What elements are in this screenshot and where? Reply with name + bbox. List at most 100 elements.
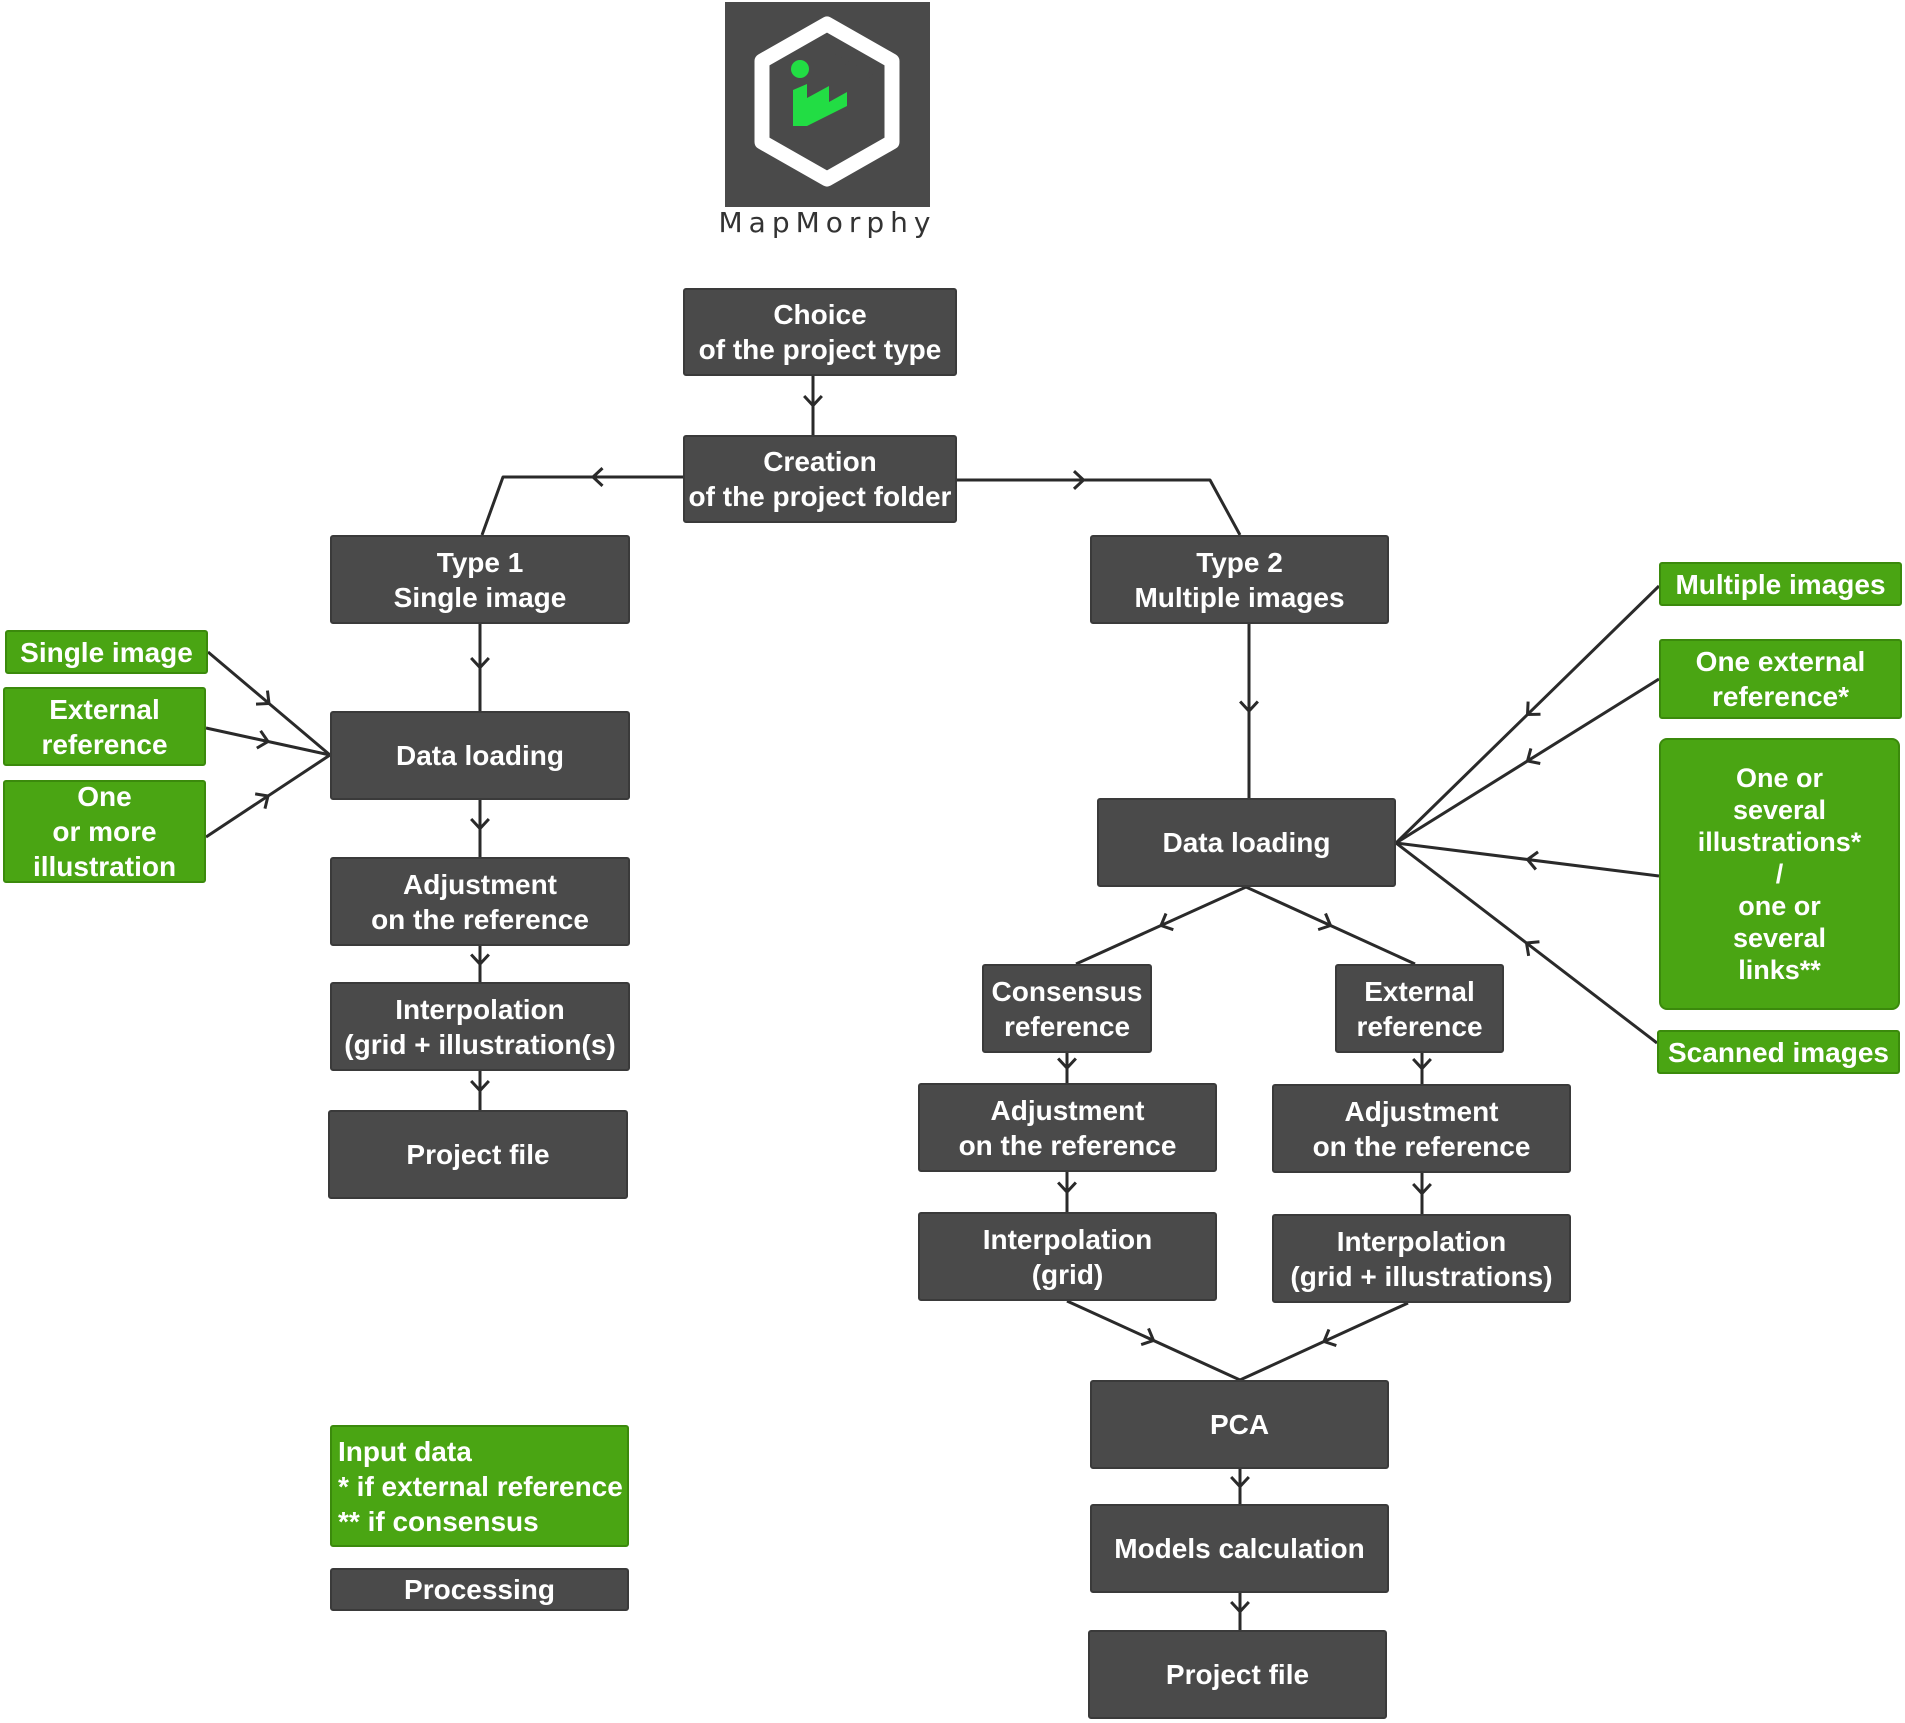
- edge-type1-to-dl1: [470, 624, 490, 711]
- box-text-line: Data loading: [1162, 827, 1331, 858]
- box-text-line: External: [1364, 975, 1475, 1007]
- edge-in_ext-to-dl1: [205, 726, 331, 757]
- box-text-line: Interpolation: [982, 1223, 1153, 1255]
- node-creation: Creation of the project folder: [683, 435, 957, 523]
- hexagon-logo-icon: [754, 16, 900, 187]
- box-text-line: Input data: [338, 1435, 472, 1467]
- arrow-chevron-icon: [1158, 912, 1174, 932]
- box-text-line: Project file: [406, 1139, 550, 1170]
- edge-models-to-pf2: [1230, 1593, 1250, 1630]
- edge-in_scanned-to-dl2: [1395, 841, 1658, 1045]
- arrow-chevron-icon: [254, 792, 270, 809]
- node-interpolation-grid-illustrations: Interpolation(grid + illustrations): [1272, 1214, 1571, 1303]
- box-text-line: Data loading: [395, 740, 564, 771]
- arrow-chevron-icon: [803, 394, 823, 408]
- node-data-loading-2: Data loading: [1097, 798, 1396, 887]
- node-data-loading-1: Data loading: [330, 711, 630, 800]
- box-text-line: on the reference: [958, 1129, 1177, 1161]
- box-text-line: PCA: [1209, 1409, 1270, 1440]
- node-interpolation-1: Interpolation(grid + illustration(s): [330, 982, 630, 1071]
- edge-choice-to-creation: [803, 376, 823, 435]
- arrow-chevron-icon: [590, 467, 604, 487]
- box-text-line: Choice: [773, 299, 867, 330]
- arrow-chevron-icon: [470, 1079, 490, 1093]
- legend-input-data: Input data* if external reference** if c…: [330, 1425, 629, 1547]
- box-text-line: Scanned images: [1668, 1036, 1889, 1068]
- node-project-file-2: Project file: [1088, 1630, 1387, 1719]
- box-text-line: Project file: [1165, 1659, 1310, 1690]
- arrow-chevron-icon: [1412, 1182, 1432, 1196]
- box-text-line: Single image: [20, 636, 193, 668]
- box-text-line: of the project type: [698, 334, 942, 365]
- box-text-line: or more: [52, 816, 157, 847]
- box-text-line: One or: [1735, 763, 1823, 793]
- box-text-line: Consensus: [991, 975, 1143, 1007]
- box-text-line: (grid): [1031, 1258, 1104, 1290]
- box-text-line: Type 2: [1196, 546, 1283, 578]
- edge-type2-to-dl2: [1239, 624, 1259, 798]
- arrow-chevron-icon: [1072, 470, 1086, 490]
- box-text-line: External: [49, 693, 160, 725]
- box-text-line: One external: [1695, 646, 1866, 677]
- node-models-calculation: Models calculation: [1090, 1504, 1389, 1593]
- box-text-line: (grid + illustration(s): [344, 1028, 616, 1060]
- box-text-line: Type 1: [436, 546, 524, 578]
- edge-creation-to-type2: [957, 470, 1242, 536]
- arrow-chevron-icon: [1057, 1181, 1077, 1195]
- box-text-line: reference*: [1712, 681, 1849, 712]
- arrow-chevron-icon: [470, 656, 490, 670]
- arrow-chevron-icon: [1525, 850, 1539, 871]
- input-single-image: Single image: [5, 630, 208, 674]
- node-pca: PCA: [1090, 1380, 1389, 1469]
- box-text-line: several: [1732, 923, 1827, 953]
- edge-in_multi-to-dl2: [1394, 584, 1661, 845]
- legend-processing: Processing: [330, 1568, 629, 1611]
- box-text-line: /: [1775, 859, 1784, 889]
- box-text-line: of the project folder: [688, 481, 952, 512]
- arrow-chevron-icon: [1239, 700, 1259, 714]
- box-text-line: Models calculation: [1114, 1533, 1365, 1564]
- arrow-chevron-icon: [1525, 748, 1541, 765]
- edge-dl1-to-adj1: [470, 800, 490, 857]
- arrow-chevron-icon: [1525, 701, 1541, 717]
- arrow-chevron-icon: [470, 953, 490, 967]
- arrow-chevron-icon: [1317, 912, 1333, 932]
- input-one-external-reference: One external reference*: [1659, 639, 1902, 719]
- arrow-chevron-icon: [256, 729, 271, 750]
- edge-in_one-to-dl1: [205, 753, 331, 839]
- box-text-line: on the reference: [1312, 1130, 1531, 1162]
- box-text-line: links**: [1738, 955, 1821, 985]
- edge-creation-to-type1: [480, 467, 683, 536]
- box-text-line: Interpolation: [1336, 1225, 1507, 1257]
- box-text-line: illustration: [32, 851, 177, 882]
- box-text-line: Multiple images: [1134, 581, 1345, 613]
- input-multiple-images: Multiple images: [1659, 562, 1902, 606]
- box-text-line: Adjustment: [990, 1094, 1145, 1126]
- edge-adj1-to-interp1: [470, 946, 490, 982]
- box-text-line: reference: [1003, 1010, 1131, 1042]
- box-text-line: Single image: [393, 581, 567, 613]
- edge-interp1-to-pf1: [470, 1071, 490, 1110]
- edge-adjL-to-interpL: [1057, 1172, 1077, 1212]
- box-text-line: several: [1732, 795, 1827, 825]
- edge-dl2-to-cons: [1075, 885, 1247, 966]
- node-choice: Choice of the project type: [683, 288, 957, 376]
- box-text-line: reference: [41, 728, 168, 760]
- edge-dl2-to-ext: [1245, 885, 1416, 966]
- edge-cons-to-adjL: [1057, 1053, 1077, 1083]
- logo-name: MapMorphy: [718, 206, 937, 239]
- edge-interpL-to-pca: [1066, 1299, 1241, 1382]
- arrow-chevron-icon: [1321, 1328, 1337, 1348]
- arrow-chevron-icon: [1412, 1057, 1432, 1071]
- input-scanned-images: Scanned images: [1657, 1030, 1900, 1074]
- box-text-line: * if external reference: [338, 1470, 623, 1502]
- box-text-line: One: [77, 781, 132, 812]
- box-text-line: Creation: [763, 446, 877, 477]
- edge-adjR-to-interpR: [1412, 1173, 1432, 1214]
